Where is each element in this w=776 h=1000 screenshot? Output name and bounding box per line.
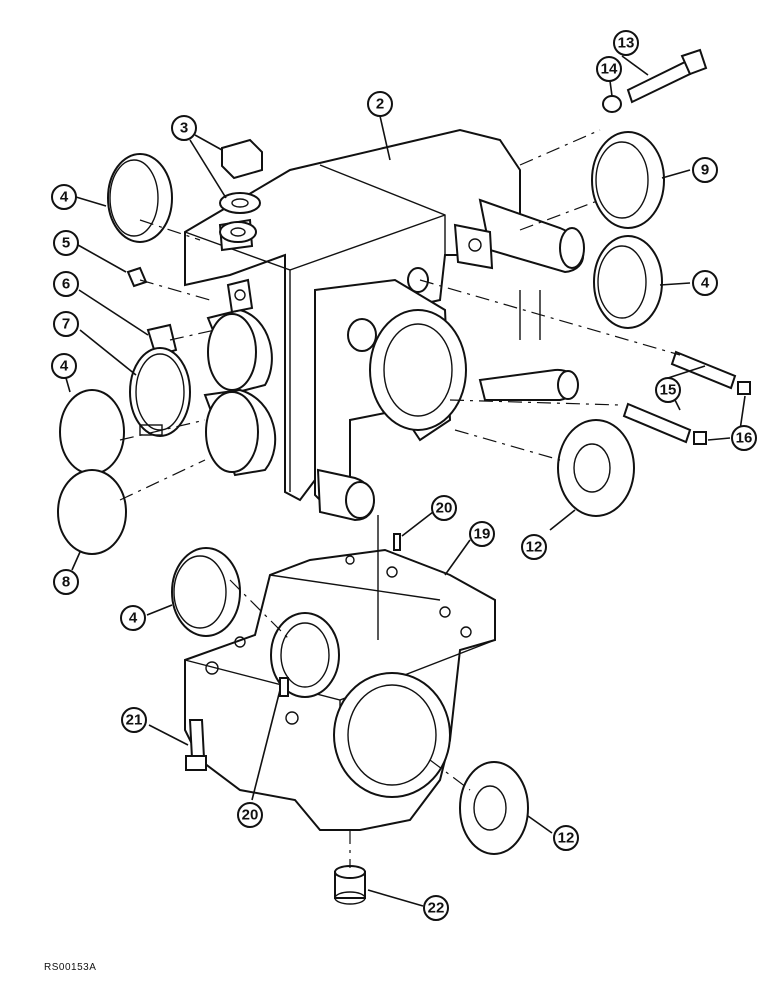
svg-text:19: 19 [474,526,491,543]
callout-8: 8 [53,569,79,595]
plug-small [126,266,148,288]
svg-text:21: 21 [126,712,143,729]
snap-ring [129,347,191,437]
callout-12-upper: 12 [521,534,547,560]
seal-lower-left [171,547,241,637]
callout-15: 15 [655,377,681,403]
adjusting-screws [622,350,751,445]
bolt-13 [626,48,708,104]
callout-19: 19 [469,521,495,547]
drain-plug-22 [334,865,366,905]
callout-6: 6 [53,271,79,297]
svg-text:4: 4 [129,610,138,627]
svg-text:6: 6 [62,276,70,293]
callout-20-upper: 20 [431,495,457,521]
callout-12-lower: 12 [553,825,579,851]
callout-16: 16 [731,425,757,451]
svg-text:14: 14 [601,61,618,78]
svg-text:4: 4 [701,275,710,292]
callout-4-upper-left: 4 [51,184,77,210]
callout-4-left: 4 [51,353,77,379]
cap-left [59,389,125,475]
callout-22: 22 [423,895,449,921]
nut-14 [602,95,622,113]
svg-text:4: 4 [60,358,69,375]
leader-lines [65,55,746,907]
callout-4-lower: 4 [120,605,146,631]
callout-14: 14 [596,56,622,82]
svg-text:12: 12 [558,830,575,847]
svg-text:3: 3 [180,120,188,137]
svg-text:20: 20 [436,500,453,517]
svg-text:8: 8 [62,574,70,591]
svg-text:13: 13 [618,35,635,52]
breather-plug-and-washers [219,138,263,243]
svg-text:15: 15 [660,382,677,399]
svg-text:20: 20 [242,807,259,824]
seal-right-upper [591,131,665,229]
callout-3: 3 [171,115,197,141]
upper-gearbox-housing [184,128,585,522]
svg-text:12: 12 [526,539,543,556]
seal-left-upper [107,153,173,243]
oil-seal-lower [459,761,529,855]
callout-9: 9 [692,157,718,183]
svg-text:9: 9 [701,162,709,179]
svg-text:2: 2 [376,96,384,113]
seal-right-middle [593,235,663,329]
oil-seal-right [557,419,635,517]
callout-2: 2 [367,91,393,117]
svg-text:7: 7 [62,316,70,333]
callout-5: 5 [53,230,79,256]
callout-13: 13 [613,30,639,56]
svg-text:5: 5 [62,235,70,252]
svg-text:22: 22 [428,900,445,917]
callout-4-right: 4 [692,270,718,296]
assembly-centerlines [119,129,681,868]
callout-21: 21 [121,707,147,733]
svg-text:16: 16 [736,430,753,447]
svg-text:4: 4 [60,189,69,206]
figure-reference-code: RS00153A [44,962,97,973]
cap-lower-left [57,469,127,555]
callout-20-lower: 20 [237,802,263,828]
callout-7: 7 [53,311,79,337]
bolt-21 [185,719,207,771]
